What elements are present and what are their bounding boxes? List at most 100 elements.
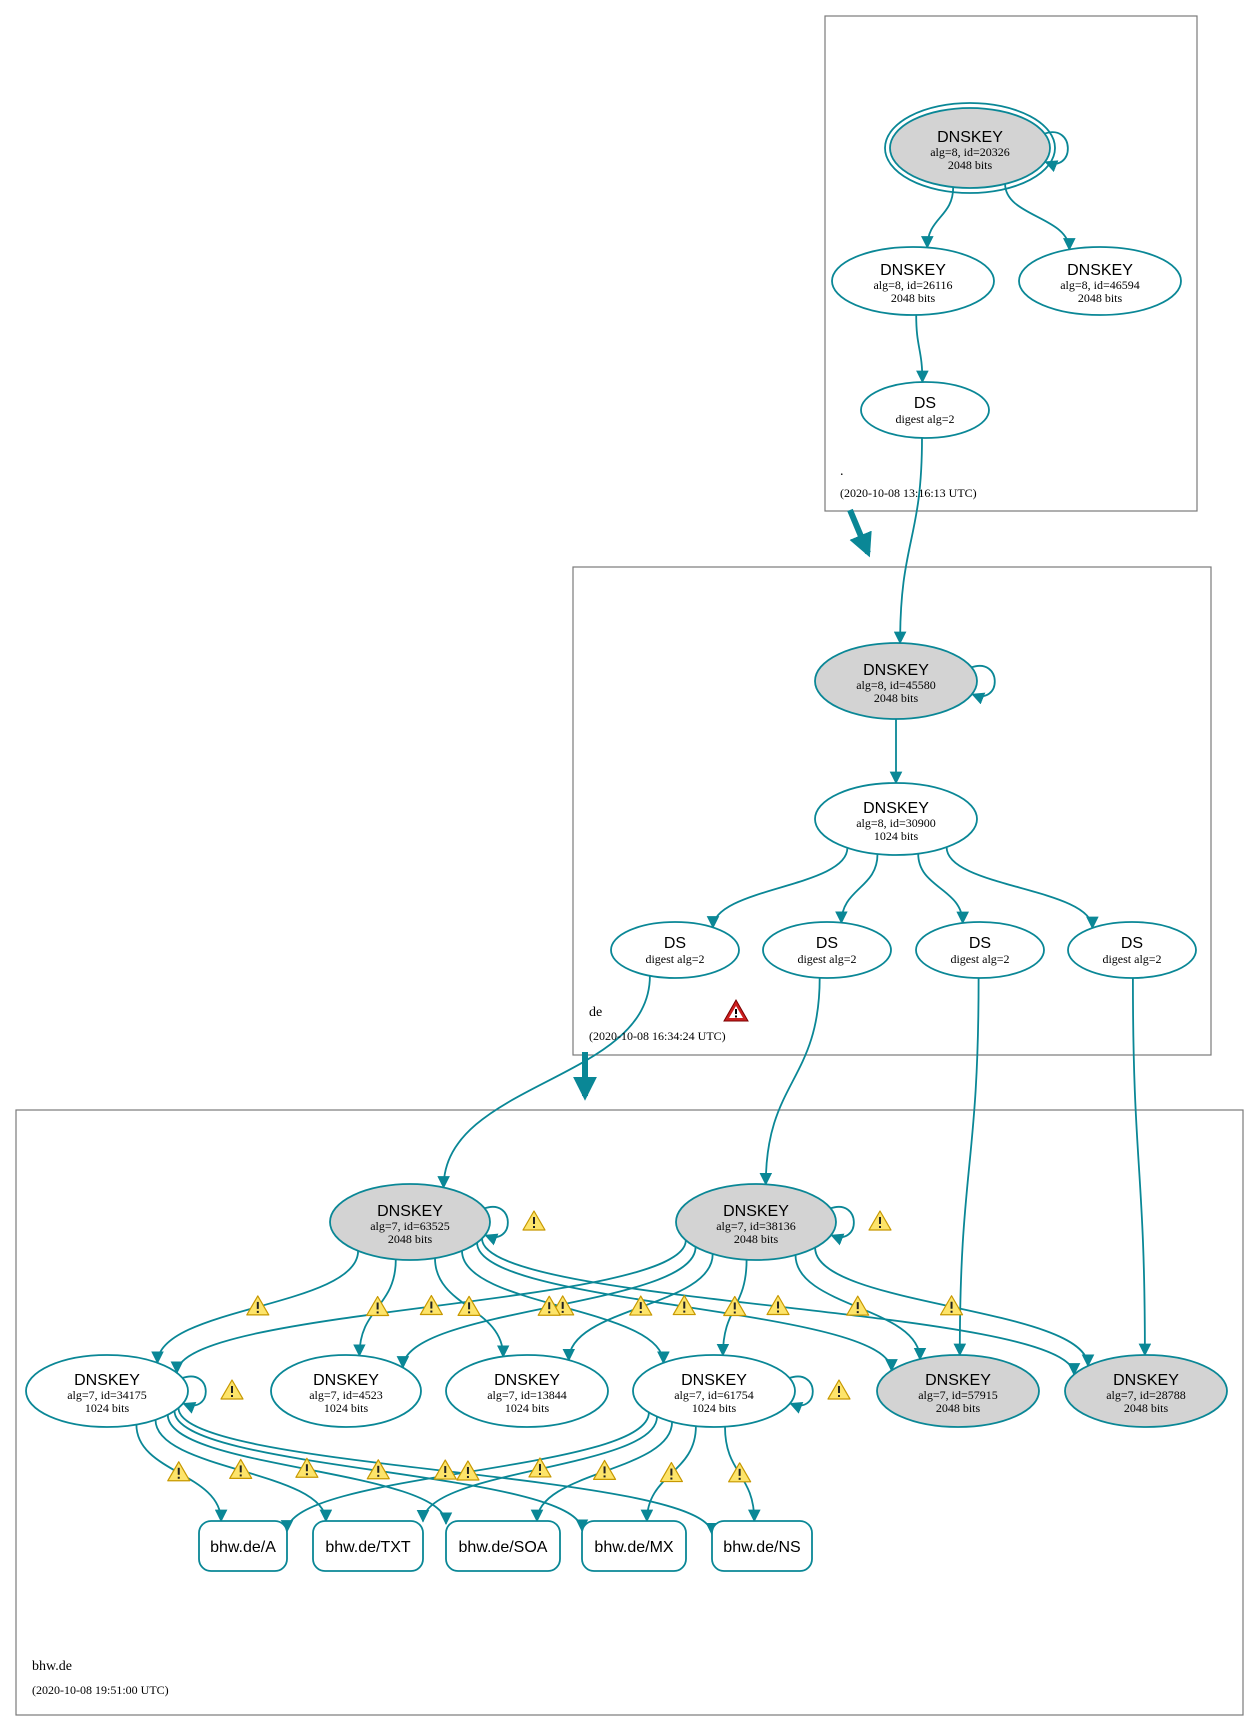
rrset-label: bhw.de/SOA	[459, 1539, 548, 1556]
node-title: DNSKEY	[863, 662, 929, 679]
zone-timestamp-bhw: (2020-10-08 19:51:00 UTC)	[32, 1683, 169, 1697]
dnskey-ellipse	[814, 642, 978, 720]
edge-root_ksk-to-root_zsk2	[1004, 183, 1076, 251]
dnskey-ellipse	[270, 1354, 422, 1428]
warning-icon	[457, 1295, 481, 1316]
node-keysize: 2048 bits	[891, 291, 936, 305]
edge-root_ksk-to-root_zsk1	[921, 187, 955, 249]
node-detail: alg=8, id=30900	[856, 816, 936, 830]
node-title: DNSKEY	[74, 1372, 140, 1389]
node-title: DNSKEY	[377, 1203, 443, 1220]
warning-icon	[592, 1459, 617, 1481]
node-rr_a[interactable]: bhw.de/A	[198, 1520, 288, 1572]
node-title: DNSKEY	[1067, 262, 1133, 279]
zone-timestamp-root: (2020-10-08 13:16:13 UTC)	[840, 486, 977, 500]
node-title: DS	[969, 935, 991, 952]
node-detail: digest alg=2	[797, 952, 856, 966]
warning-icon	[456, 1460, 480, 1481]
node-keysize: 2048 bits	[936, 1401, 981, 1415]
edges-layer	[135, 131, 1152, 1536]
warning-icon	[528, 1457, 552, 1478]
edge-de_zsk-to-de_ds4	[945, 847, 1099, 930]
edge-k63525-to-k63525	[483, 1205, 509, 1246]
ds-ellipse	[860, 381, 990, 439]
edge-k61754-to-k61754	[788, 1375, 814, 1414]
node-detail: alg=8, id=45580	[856, 678, 936, 692]
warning-icon	[827, 1379, 851, 1400]
node-keysize: 1024 bits	[692, 1401, 737, 1415]
node-detail: alg=7, id=4523	[309, 1388, 383, 1402]
node-detail: digest alg=2	[1102, 952, 1161, 966]
delegations-layer	[573, 508, 872, 1101]
edge-de_zsk-to-de_ds1	[706, 847, 849, 929]
node-detail: alg=7, id=57915	[918, 1388, 998, 1402]
warning-icon	[419, 1294, 443, 1316]
zone-box-root	[824, 15, 1198, 512]
node-rr_txt[interactable]: bhw.de/TXT	[312, 1520, 424, 1572]
rrset-box	[581, 1520, 687, 1572]
node-rr_ns[interactable]: bhw.de/NS	[711, 1520, 813, 1572]
warning-icon	[167, 1461, 191, 1482]
edge-de_zsk-to-de_ds3	[917, 853, 969, 925]
node-detail: alg=7, id=13844	[487, 1388, 567, 1402]
node-rr_mx[interactable]: bhw.de/MX	[581, 1520, 687, 1572]
node-detail: digest alg=2	[895, 412, 954, 426]
node-detail: alg=7, id=38136	[716, 1219, 796, 1233]
zone-name-root: .	[840, 464, 844, 479]
warning-icon	[846, 1295, 870, 1316]
rrset-box	[312, 1520, 424, 1572]
edge-de_ds4-to-k28788	[1132, 977, 1152, 1357]
node-detail: alg=8, id=46594	[1060, 278, 1140, 292]
dnskey-ellipse	[1018, 246, 1182, 316]
warning-icon	[433, 1459, 457, 1480]
error-icon	[723, 998, 749, 1022]
edge-k34175-to-k34175	[181, 1375, 207, 1414]
node-title: DNSKEY	[494, 1372, 560, 1389]
warning-icon	[728, 1462, 752, 1483]
ds-ellipse	[610, 921, 740, 979]
node-detail: alg=7, id=34175	[67, 1388, 147, 1402]
dnskey-ellipse	[25, 1354, 189, 1428]
ds-ellipse	[762, 921, 892, 979]
zone-name-bhw: bhw.de	[32, 1659, 72, 1674]
ds-ellipse	[1067, 921, 1197, 979]
zone-name-de: de	[589, 1005, 602, 1020]
node-keysize: 2048 bits	[1078, 291, 1123, 305]
node-detail: alg=7, id=63525	[370, 1219, 450, 1233]
dnskey-ellipse	[814, 782, 978, 856]
dnskey-ellipse	[876, 1354, 1040, 1428]
node-detail: digest alg=2	[645, 952, 704, 966]
node-title: DNSKEY	[925, 1372, 991, 1389]
warning-icon	[366, 1295, 390, 1317]
dnskey-ellipse	[1064, 1354, 1228, 1428]
node-detail: digest alg=2	[950, 952, 1009, 966]
warning-icon	[246, 1295, 270, 1316]
node-rr_soa[interactable]: bhw.de/SOA	[445, 1520, 561, 1572]
node-detail: alg=7, id=28788	[1106, 1388, 1186, 1402]
edge-root_ds-to-de_ksk	[893, 437, 923, 645]
warning-icon	[672, 1294, 696, 1316]
dnskey-ellipse	[329, 1183, 491, 1261]
dnskey-ellipse	[445, 1354, 609, 1428]
node-keysize: 1024 bits	[85, 1401, 130, 1415]
warning-icon	[522, 1210, 546, 1231]
